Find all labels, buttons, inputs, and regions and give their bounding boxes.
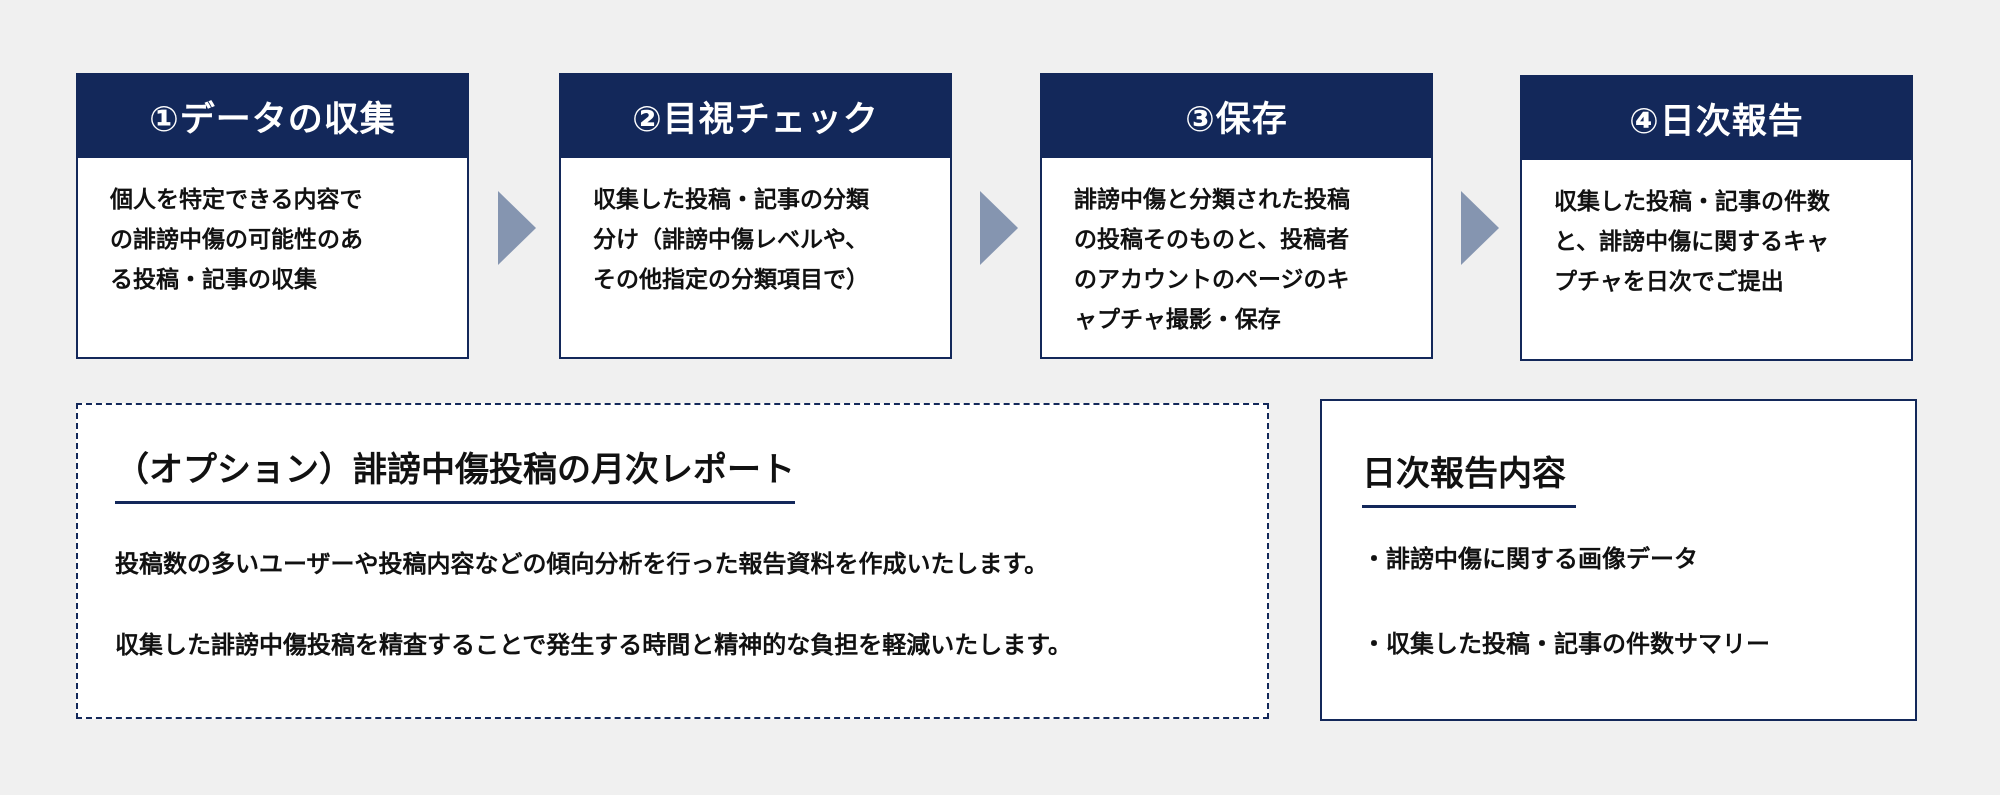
step-title: ②目視チェック <box>561 75 950 158</box>
step-save: ③保存 誹謗中傷と分類された投稿 の投稿そのものと、投稿者 のアカウントのページ… <box>1040 73 1433 359</box>
daily-report-item: ・収集した投稿・記事の件数サマリー <box>1362 630 1770 658</box>
text-line: と、誹謗中傷に関するキャ <box>1554 229 1830 255</box>
text-line: の投稿そのものと、投稿者 <box>1074 227 1350 253</box>
step-description: 収集した投稿・記事の分類 分け（誹謗中傷レベルや、 その他指定の分類項目で） <box>561 158 950 300</box>
step-title: ③保存 <box>1042 75 1431 158</box>
text-line: 収集した投稿・記事の分類 <box>593 187 869 213</box>
option-paragraph: 投稿数の多いユーザーや投稿内容などの傾向分析を行った報告資料を作成いたします。 <box>115 550 1049 578</box>
text-line: 収集した投稿・記事の件数 <box>1554 189 1830 215</box>
text-line: プチャを日次でご提出 <box>1554 269 1784 295</box>
text-line: のアカウントのページのキ <box>1074 267 1350 293</box>
step-title: ④日次報告 <box>1522 77 1911 160</box>
text-line: 個人を特定できる内容で <box>110 187 363 213</box>
step-data-collection: ①データの収集 個人を特定できる内容で の誹謗中傷の可能性のあ る投稿・記事の収… <box>76 73 469 359</box>
step-title: ①データの収集 <box>78 75 467 158</box>
option-monthly-report-panel: （オプション）誹謗中傷投稿の月次レポート 投稿数の多いユーザーや投稿内容などの傾… <box>76 403 1269 719</box>
text-line: 分け（誹謗中傷レベルや、 <box>593 227 869 253</box>
daily-report-item: ・誹謗中傷に関する画像データ <box>1362 545 1698 573</box>
step-visual-check: ②目視チェック 収集した投稿・記事の分類 分け（誹謗中傷レベルや、 その他指定の… <box>559 73 952 359</box>
text-line: その他指定の分類項目で） <box>593 267 869 293</box>
arrow-right-icon <box>980 191 1018 265</box>
arrow-right-icon <box>498 191 536 265</box>
step-daily-report: ④日次報告 収集した投稿・記事の件数 と、誹謗中傷に関するキャ プチャを日次でご… <box>1520 75 1913 361</box>
text-line: ャプチャ撮影・保存 <box>1074 307 1281 333</box>
text-line: の誹謗中傷の可能性のあ <box>110 227 363 253</box>
daily-report-contents-panel: 日次報告内容 ・誹謗中傷に関する画像データ ・収集した投稿・記事の件数サマリー <box>1320 399 1917 721</box>
text-line: 誹謗中傷と分類された投稿 <box>1074 187 1350 213</box>
arrow-right-icon <box>1461 191 1499 265</box>
option-paragraph: 収集した誹謗中傷投稿を精査することで発生する時間と精神的な負担を軽減いたします。 <box>115 631 1072 659</box>
step-description: 個人を特定できる内容で の誹謗中傷の可能性のあ る投稿・記事の収集 <box>78 158 467 300</box>
step-description: 収集した投稿・記事の件数 と、誹謗中傷に関するキャ プチャを日次でご提出 <box>1522 160 1911 302</box>
text-line: る投稿・記事の収集 <box>110 267 317 293</box>
step-description: 誹謗中傷と分類された投稿 の投稿そのものと、投稿者 のアカウントのページのキ ャ… <box>1042 158 1431 340</box>
daily-report-title: 日次報告内容 <box>1362 446 1576 508</box>
option-title: （オプション）誹謗中傷投稿の月次レポート <box>115 442 795 504</box>
